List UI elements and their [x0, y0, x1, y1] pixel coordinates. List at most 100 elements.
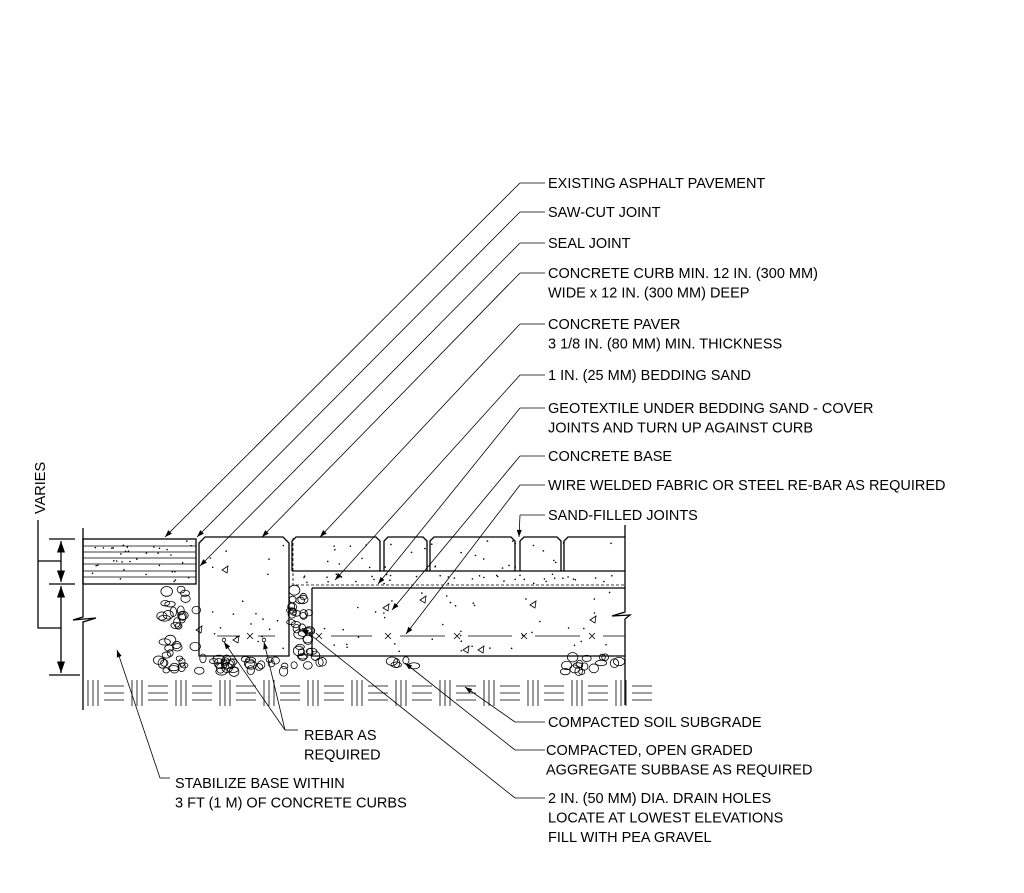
callout-subgrade: COMPACTED SOIL SUBGRADE	[548, 715, 762, 731]
gravel-stone	[164, 634, 177, 646]
callout-text: AGGREGATE SUBBASE AS REQUIRED	[546, 763, 812, 779]
gravel-stone	[302, 634, 314, 645]
varies-label: VARIES	[33, 462, 49, 514]
gravel-stone	[299, 609, 308, 620]
gravel-stone	[156, 611, 168, 621]
gravel-stone	[402, 656, 410, 665]
callout-saw-cut: SAW-CUT JOINT	[548, 205, 661, 221]
callout-text: CONCRETE BASE	[548, 449, 672, 465]
callout-text: SAND-FILLED JOINTS	[548, 508, 698, 524]
gravel-stone	[267, 660, 276, 668]
gravel-stone	[177, 610, 189, 620]
gravel-stone	[180, 594, 191, 603]
gravel-stone	[189, 642, 201, 652]
callout-text: COMPACTED, OPEN GRADED	[546, 743, 753, 759]
gravel-stone	[407, 662, 421, 670]
callout-subbase: COMPACTED, OPEN GRADED AGGREGATE SUBBASE …	[546, 743, 812, 779]
gravel-stone	[289, 607, 297, 616]
existing-asphalt-pavement	[82, 538, 197, 585]
callout-text: CONCRETE PAVER	[548, 317, 680, 333]
callout-text: 3 FT (1 M) OF CONCRETE CURBS	[175, 796, 407, 812]
callout-text: 3 1/8 IN. (80 MM) MIN. THICKNESS	[548, 337, 782, 353]
leader-drain	[301, 627, 516, 799]
gravel-stone	[288, 584, 301, 596]
gravel-stone	[176, 585, 186, 594]
gravel-stone	[161, 651, 172, 659]
leader-lines	[116, 182, 545, 799]
gravel-stone	[177, 662, 186, 672]
callout-seal: SEAL JOINT	[548, 236, 631, 252]
gravel-stone	[157, 657, 168, 669]
gravel-stone	[158, 638, 171, 646]
gravel-stone	[243, 658, 256, 669]
gravel-stone	[228, 666, 240, 677]
gravel-stone	[160, 659, 169, 667]
gravel-stone	[178, 657, 186, 667]
gravel-stone	[304, 609, 313, 617]
callout-text: REBAR AS	[304, 728, 377, 744]
gravel-stone	[566, 652, 579, 663]
gravel-stone	[317, 657, 327, 667]
gravel-stone	[160, 586, 173, 597]
gravel-stone	[178, 612, 186, 624]
gravel-stone	[298, 653, 308, 661]
callout-wire: WIRE WELDED FABRIC OR STEEL RE-BAR AS RE…	[548, 478, 945, 494]
gravel-stone	[215, 662, 228, 669]
callout-joints: SAND-FILLED JOINTS	[548, 508, 698, 524]
gravel-stone	[296, 653, 309, 660]
gravel-stone	[254, 663, 264, 671]
callout-text: CONCRETE CURB MIN. 12 IN. (300 MM)	[548, 266, 818, 282]
callout-text: WIDE x 12 IN. (300 MM) DEEP	[548, 286, 749, 302]
callout-text: 1 IN. (25 MM) BEDDING SAND	[548, 368, 751, 384]
gravel-stone	[265, 657, 274, 663]
gravel-stone	[292, 623, 301, 634]
callout-text: FILL WITH PEA GRAVEL	[548, 830, 712, 846]
gravel-stone	[385, 656, 399, 666]
callout-rebar: REBAR AS REQUIRED	[304, 728, 381, 764]
gravel-stone	[158, 614, 171, 622]
compacted-soil-subgrade	[87, 680, 652, 706]
concrete-base	[311, 588, 625, 657]
gravel-stone	[220, 657, 230, 666]
gravel-stone	[315, 657, 324, 668]
gravel-stone	[561, 660, 573, 671]
concrete-pavers	[291, 536, 625, 571]
leader-asphalt	[164, 182, 521, 538]
gravel-stone	[176, 605, 185, 616]
gravel-stone	[581, 654, 592, 662]
callout-text: COMPACTED SOIL SUBGRADE	[548, 715, 762, 731]
leader-seal	[199, 242, 521, 567]
gravel-stone	[174, 622, 183, 630]
gravel-stone	[244, 660, 258, 670]
gravel-stone	[245, 656, 256, 664]
callout-text: REQUIRED	[304, 748, 381, 764]
callout-curb: CONCRETE CURB MIN. 12 IN. (300 MM) WIDE x…	[548, 266, 818, 302]
gravel-stone	[290, 661, 298, 670]
gravel-stone	[194, 666, 205, 675]
gravel-stone	[390, 661, 402, 668]
leader-geotextile	[377, 407, 521, 585]
callout-text: 2 IN. (50 MM) DIA. DRAIN HOLES	[548, 791, 771, 807]
gravel-stone	[179, 662, 189, 669]
gravel-stone	[199, 653, 207, 664]
gravel-stone	[222, 654, 231, 663]
gravel-stone	[279, 666, 289, 677]
callout-geotextile: GEOTEXTILE UNDER BEDDING SAND - COVERJOI…	[548, 401, 874, 437]
leader-base	[391, 455, 521, 611]
bedding-sand	[292, 538, 625, 589]
gravel-stone	[303, 661, 313, 670]
gravel-stone	[280, 662, 289, 670]
gravel-stone	[297, 648, 306, 657]
gravel-stone	[295, 643, 305, 651]
gravel-stone	[166, 649, 174, 657]
gravel-stone	[613, 656, 626, 667]
aggregate-subbase	[153, 584, 626, 677]
callout-base: CONCRETE BASE	[548, 449, 672, 465]
gravel-stone	[209, 658, 219, 665]
callout-text: GEOTEXTILE UNDER BEDDING SAND - COVER	[548, 401, 874, 417]
leader-paver	[319, 323, 521, 538]
leader-curb	[261, 272, 521, 538]
